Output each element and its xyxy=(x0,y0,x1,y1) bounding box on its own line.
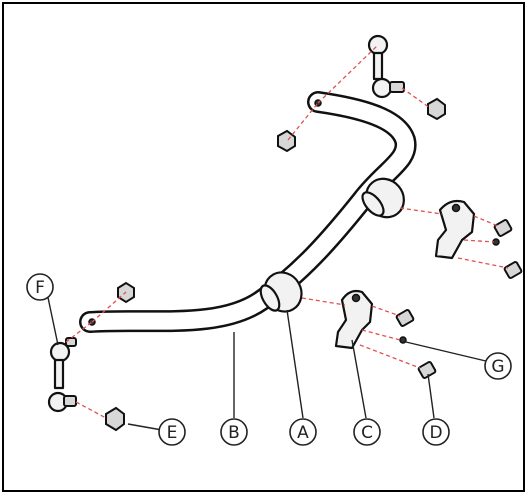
callout-G: G xyxy=(484,352,512,380)
callout-E: E xyxy=(158,418,186,446)
bushing-lower xyxy=(259,271,303,313)
callout-D: D xyxy=(422,418,450,446)
callout-F-label: F xyxy=(35,278,45,298)
callout-C-label: C xyxy=(361,423,373,443)
leader-lines xyxy=(45,287,491,431)
callout-B-label: B xyxy=(228,423,240,443)
bracket-bolts xyxy=(395,219,523,379)
link-nuts xyxy=(105,97,446,432)
callout-A-label: A xyxy=(297,423,309,443)
bracket-upper xyxy=(434,199,476,260)
callout-G-label: G xyxy=(491,357,504,377)
callout-D-label: D xyxy=(429,423,442,443)
bracket-lower xyxy=(334,289,374,350)
bushing-upper xyxy=(361,177,405,219)
callout-E-label: E xyxy=(167,423,178,443)
stabilizer-link-right xyxy=(367,34,405,99)
assembly-lines xyxy=(65,44,509,419)
callout-F: F xyxy=(26,273,54,301)
callout-B: B xyxy=(220,418,248,446)
callout-C: C xyxy=(353,418,381,446)
stabilizer-link-left xyxy=(47,337,77,413)
callout-A: A xyxy=(289,418,317,446)
